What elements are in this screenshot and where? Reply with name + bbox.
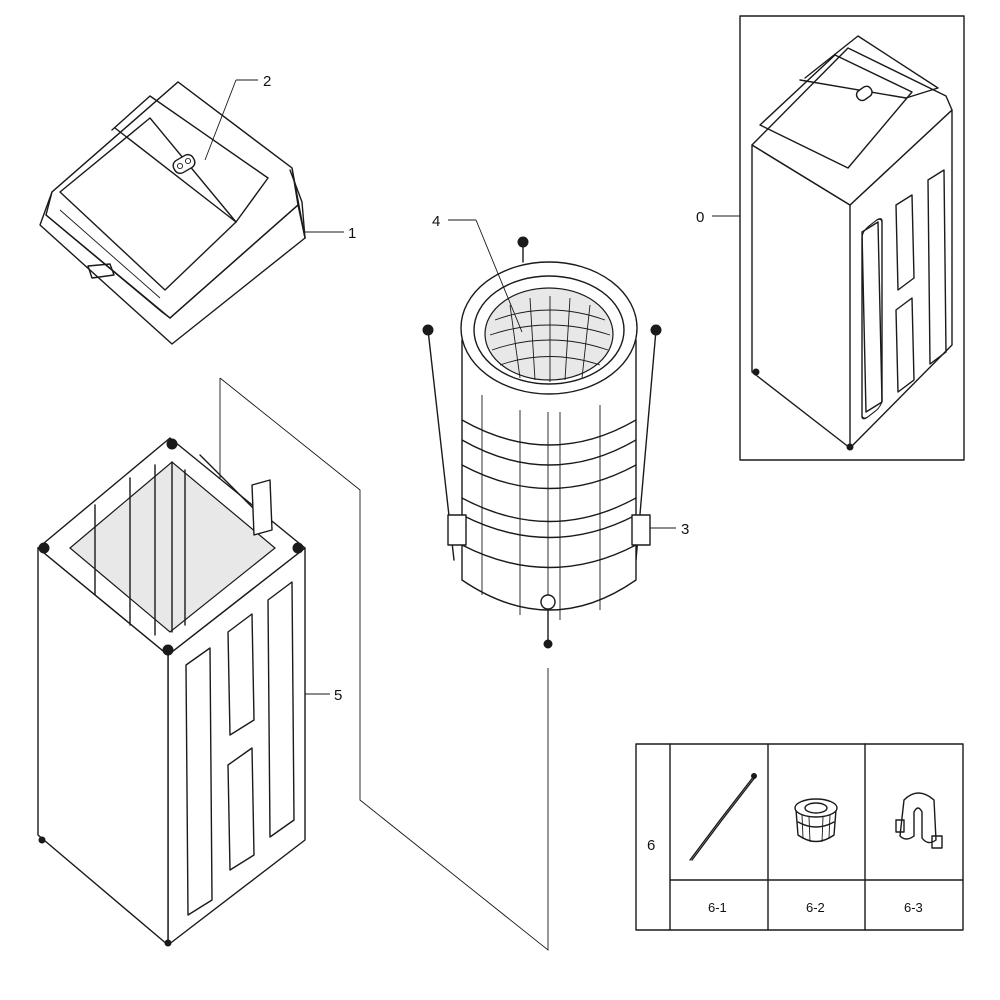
table-group-label-6: 6 (647, 837, 655, 854)
callout-label-3: 3 (681, 521, 689, 538)
cabinet[interactable] (37, 377, 549, 951)
callout-label-1: 1 (348, 225, 356, 242)
accessories-table: 6 6-1 6-2 6-3 (635, 743, 964, 931)
table-label-6-1: 6-1 (708, 900, 727, 915)
top-cover-assembly[interactable] (39, 81, 306, 345)
tub-assembly[interactable] (422, 236, 662, 649)
callout-label-2: 2 (263, 73, 271, 90)
callout-label-5: 5 (334, 687, 342, 704)
hose-guide-part[interactable] (895, 792, 943, 849)
table-label-6-3: 6-3 (904, 900, 923, 915)
callout-label-4: 4 (432, 213, 440, 230)
drain-hose-part[interactable] (689, 773, 757, 861)
table-label-6-2: 6-2 (806, 900, 825, 915)
callout-label-0: 0 (696, 209, 704, 226)
drum-basket (489, 296, 611, 382)
control-knob-icon (172, 153, 196, 175)
inlet-cap-part[interactable] (794, 798, 838, 843)
complete-washer-frame[interactable] (739, 15, 965, 461)
